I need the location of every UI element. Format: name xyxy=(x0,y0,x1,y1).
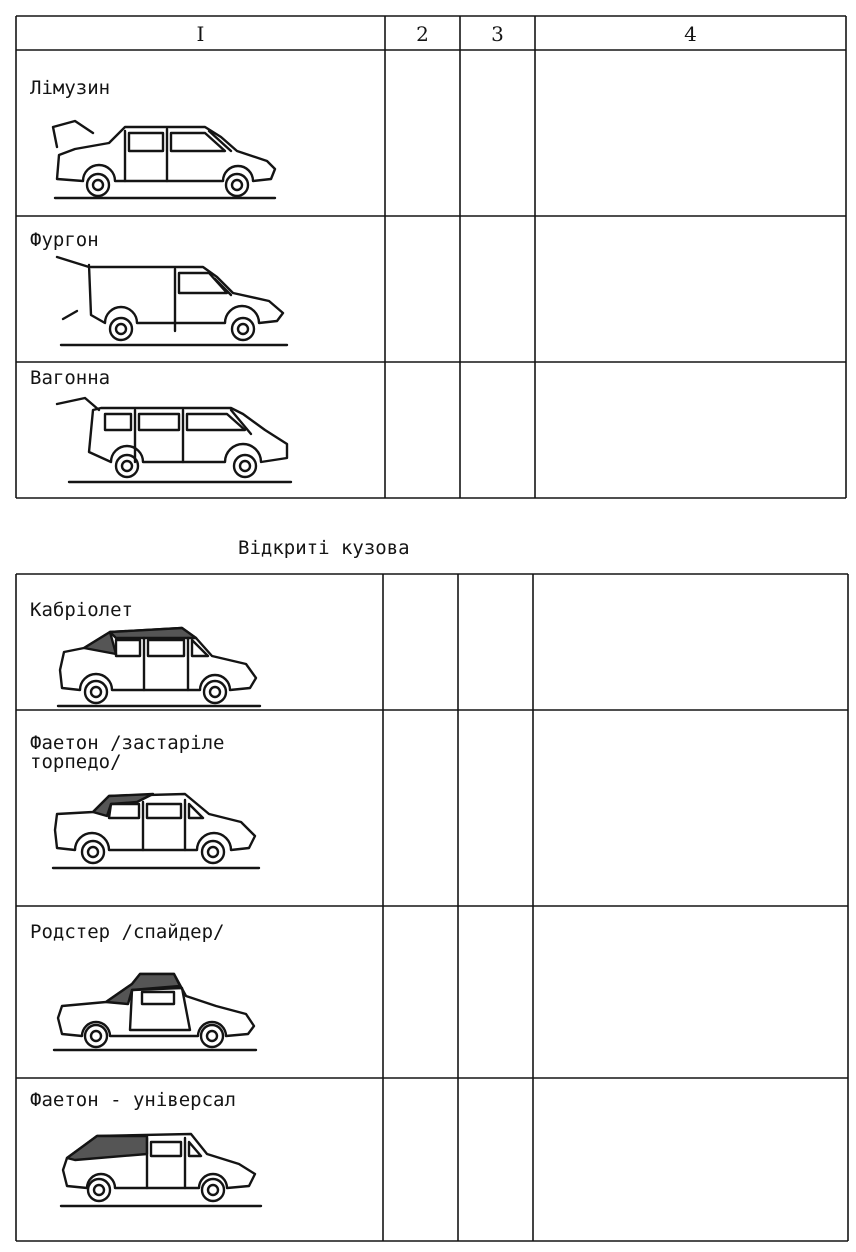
row-label-phaeton-line1: Фаетон /застаріле xyxy=(30,732,225,754)
minivan-car-icon xyxy=(55,396,295,486)
cabriolet-car-icon xyxy=(50,626,270,710)
row-label-minivan: Вагонна xyxy=(30,367,111,389)
row-label-phaeton-universal: Фаетон - універсал xyxy=(30,1089,236,1111)
section-title: Відкриті кузова xyxy=(238,537,410,559)
row-label-roadster: Родстер /спайдер/ xyxy=(30,921,225,943)
van-car-icon xyxy=(55,255,295,350)
row-label-cabriolet: Кабріолет xyxy=(30,599,133,621)
column-header-4: 4 xyxy=(684,22,697,46)
row-label-phaeton-line2: торпедо/ xyxy=(30,751,122,773)
phaeton-car-icon xyxy=(45,790,275,875)
column-header-1: I xyxy=(196,22,205,46)
phaeton-universal-car-icon xyxy=(55,1130,275,1215)
row-label-limousine: Лімузин xyxy=(30,77,111,99)
column-header-3: 3 xyxy=(491,22,504,46)
row-label-van: Фургон xyxy=(30,229,99,251)
column-header-2: 2 xyxy=(416,22,429,46)
limousine-car-icon xyxy=(45,115,285,205)
roadster-car-icon xyxy=(50,970,270,1055)
